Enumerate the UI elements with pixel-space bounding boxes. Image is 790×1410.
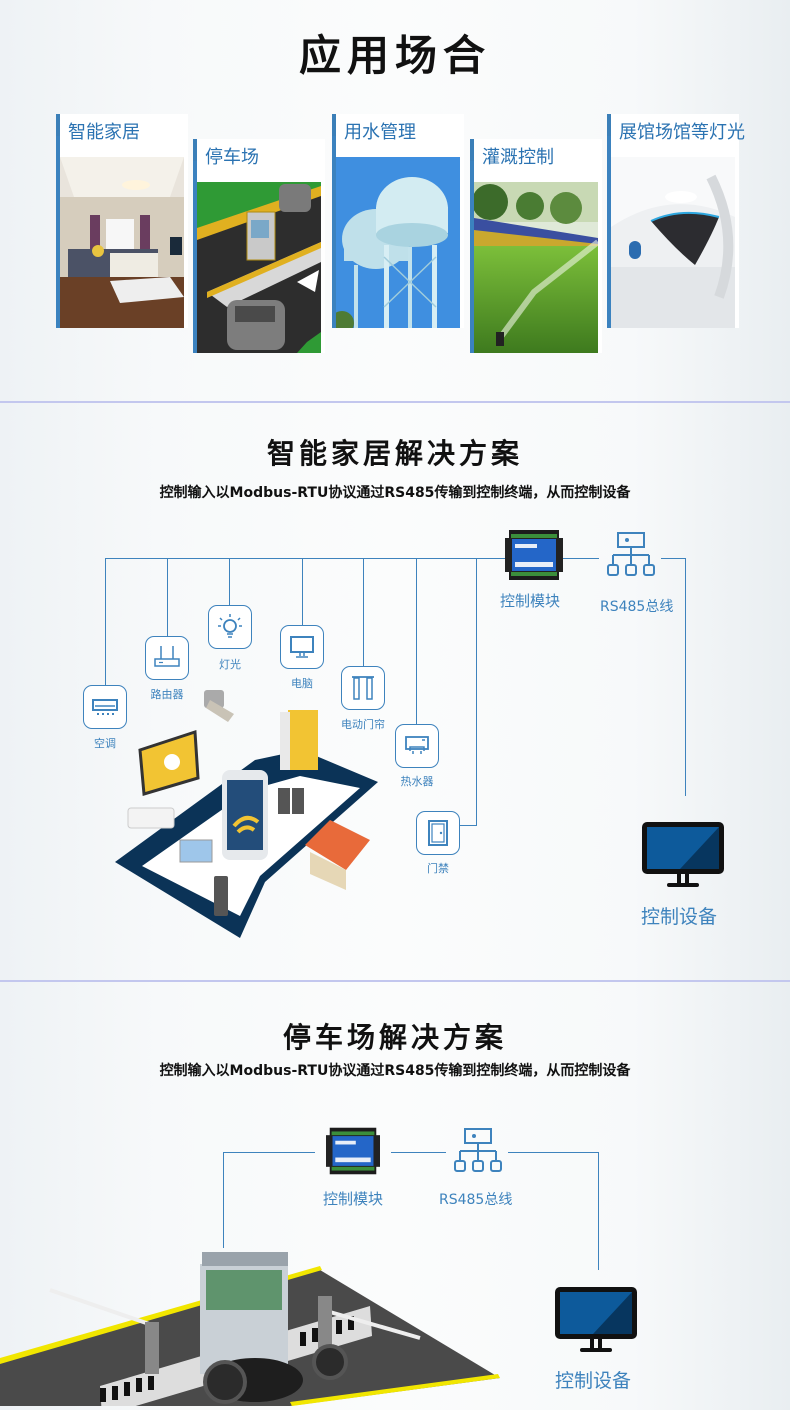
rs485-bus-label: RS485总线: [439, 1192, 513, 1208]
card-accent-bar: [56, 114, 60, 136]
rs485-bus-icon: [605, 531, 657, 583]
connector-line: [476, 558, 477, 826]
app-card-water-management: 用水管理: [332, 114, 464, 328]
control-device-monitor-icon: [553, 1285, 639, 1359]
bus-line: [391, 1152, 446, 1153]
app-card-label: 智能家居: [68, 122, 140, 143]
connector-line: [229, 558, 230, 606]
exhibition-hall-image: [611, 157, 739, 328]
connector-line: [302, 558, 303, 625]
water-tower-image: [336, 157, 464, 328]
bus-line: [598, 1152, 599, 1270]
card-accent-bar: [193, 139, 197, 161]
device-computer[interactable]: [280, 625, 324, 669]
bus-line: [563, 558, 599, 559]
device-label: 灯光: [219, 658, 241, 671]
bus-line: [105, 558, 505, 559]
connector-line: [167, 558, 168, 636]
app-card-label: 用水管理: [344, 122, 416, 143]
bus-line: [223, 1152, 315, 1153]
connector-line: [105, 558, 106, 686]
connector-line: [460, 825, 477, 826]
device-air-conditioner[interactable]: [83, 685, 127, 729]
rs485-bus-icon: [452, 1127, 504, 1179]
card-accent-bar: [332, 114, 336, 136]
rs485-bus-label: RS485总线: [600, 599, 674, 615]
router-icon: [154, 646, 180, 667]
app-card-label: 展馆场馆等灯光: [619, 122, 745, 143]
app-card-label: 灌溉控制: [482, 147, 554, 168]
control-module-image: [505, 530, 563, 580]
bus-line: [685, 558, 686, 796]
control-device-label: 控制设备: [641, 906, 718, 928]
bus-line: [223, 1152, 224, 1248]
computer-monitor-icon: [290, 636, 314, 658]
device-label: 空调: [94, 737, 116, 750]
control-module-label: 控制模块: [323, 1190, 384, 1208]
device-label: 电脑: [291, 677, 313, 690]
control-device-label: 控制设备: [555, 1370, 632, 1392]
curtain-icon: [352, 676, 374, 700]
smart-home-subtitle: 控制输入以Modbus-RTU协议通过RS485传输到控制终端，从而控制设备: [159, 485, 631, 501]
device-light[interactable]: [208, 605, 252, 649]
app-card-smart-home: 智能家居: [56, 114, 188, 328]
device-router[interactable]: [145, 636, 189, 680]
connector-line: [363, 558, 364, 666]
light-bulb-icon: [218, 614, 242, 638]
bus-line: [661, 558, 686, 559]
device-label: 路由器: [150, 688, 184, 701]
device-label: 电动门帘: [341, 718, 385, 731]
bedroom-image: [60, 157, 188, 328]
connector-line: [416, 558, 417, 725]
water-heater-icon: [405, 736, 429, 754]
device-label: 门禁: [427, 862, 449, 875]
smart-home-title: 智能家居解决方案: [266, 437, 523, 470]
device-label: 热水器: [400, 775, 434, 788]
device-access-control[interactable]: [416, 811, 460, 855]
control-module-label: 控制模块: [500, 592, 561, 610]
app-card-exhibition-lighting: 展馆场馆等灯光: [607, 114, 745, 328]
smart-home-illustration: [110, 690, 400, 950]
section-divider: [0, 980, 790, 982]
parking-title: 停车场解决方案: [282, 1021, 507, 1054]
parking-lot-image: [197, 182, 325, 353]
sprinkler-field-image: [474, 182, 602, 353]
section-divider: [0, 401, 790, 403]
bus-line: [508, 1152, 599, 1153]
card-accent-bar: [607, 114, 611, 136]
app-card-parking: 停车场: [193, 139, 325, 353]
parking-subtitle: 控制输入以Modbus-RTU协议通过RS485传输到控制终端，从而控制设备: [159, 1063, 631, 1079]
app-card-label: 停车场: [205, 147, 259, 168]
applications-title: 应用场合: [298, 31, 491, 80]
app-card-irrigation: 灌溉控制: [470, 139, 602, 353]
card-accent-bar: [470, 139, 474, 161]
control-device-monitor-icon: [640, 820, 726, 894]
door-icon: [428, 820, 448, 846]
device-water-heater[interactable]: [395, 724, 439, 768]
device-electric-curtain[interactable]: [341, 666, 385, 710]
air-conditioner-icon: [92, 699, 118, 715]
parking-gate-illustration: [0, 1250, 500, 1410]
control-module-image: [326, 1127, 380, 1175]
